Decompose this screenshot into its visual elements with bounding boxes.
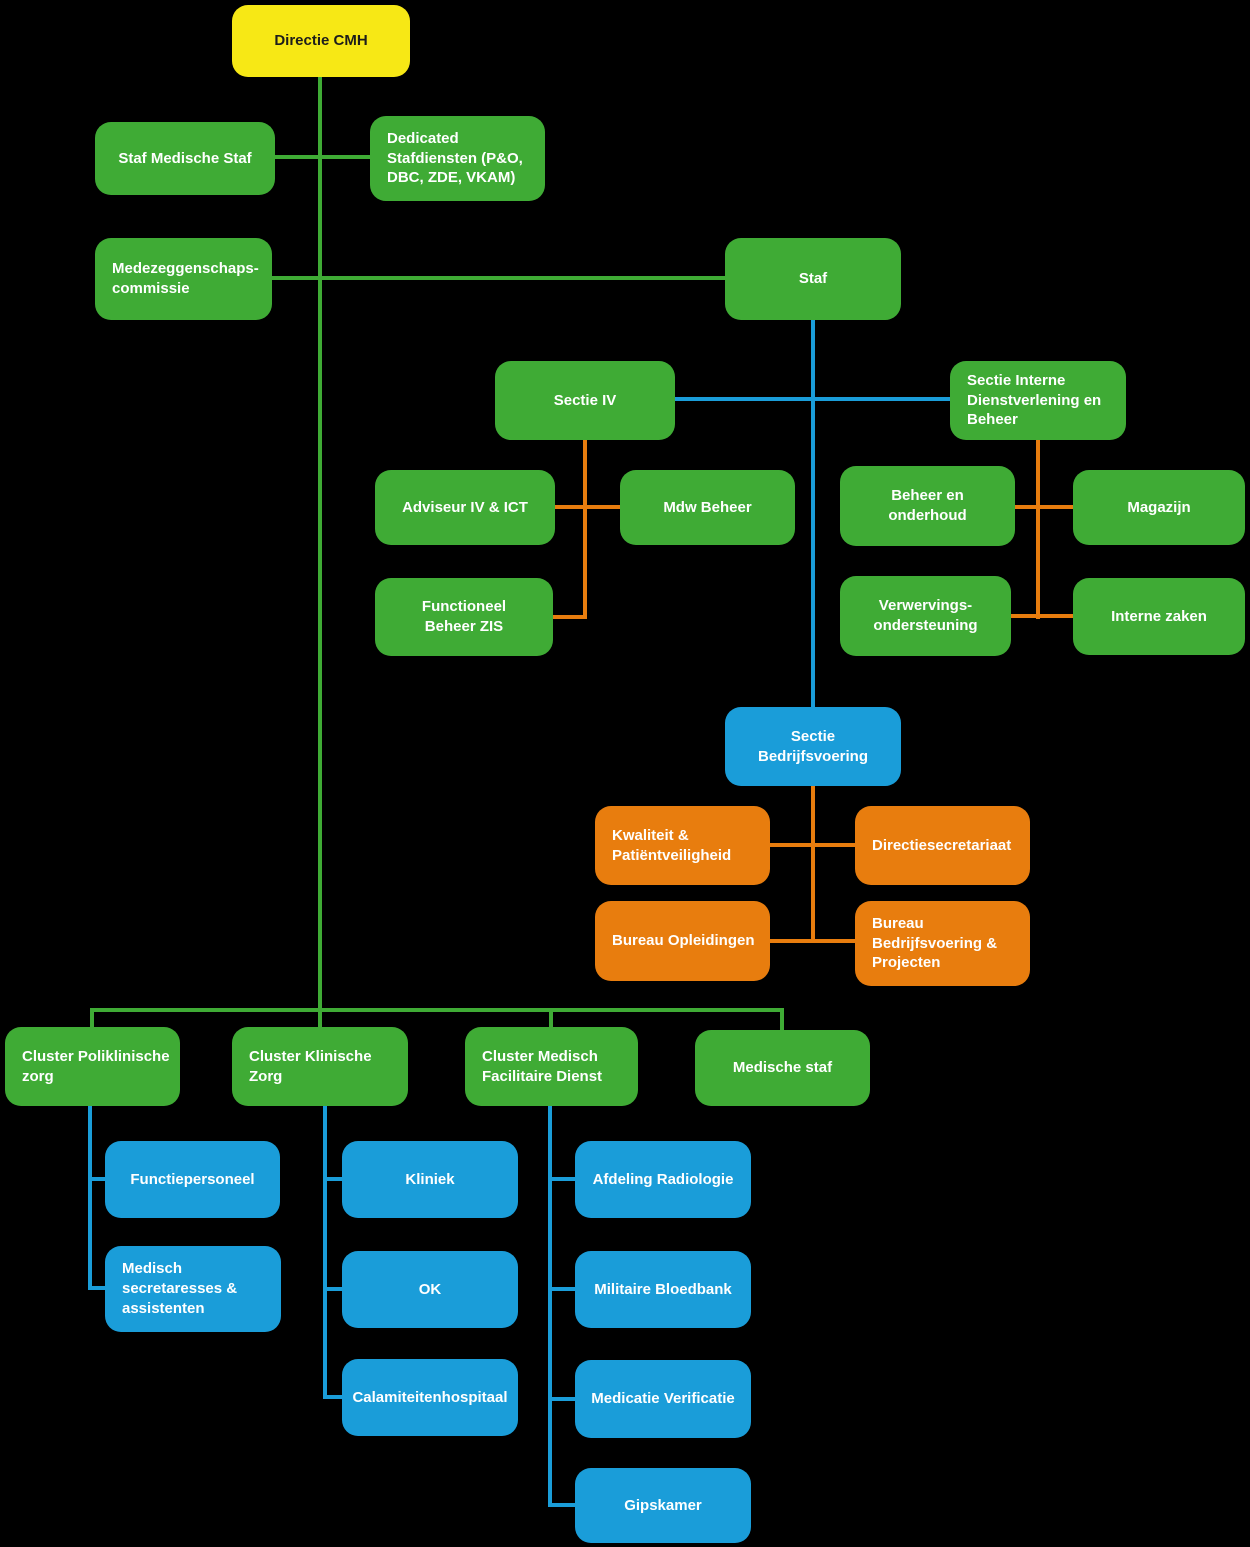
connector-secties-horizontal bbox=[675, 397, 950, 401]
connector-medezeggenschap-staf bbox=[270, 276, 727, 280]
node-calamiteitenhospitaal: Calamiteitenhospitaal bbox=[342, 1359, 518, 1436]
connector-verwervings-internezaken bbox=[1011, 614, 1073, 618]
connector-klinische-vertical bbox=[323, 1106, 327, 1399]
connector-kliniek bbox=[323, 1177, 342, 1181]
node-medicatie-verificatie: Medicatie Verificatie bbox=[575, 1360, 751, 1438]
node-kwaliteit-patientveiligheid-label: Kwaliteit & Patiëntveiligheid bbox=[612, 826, 732, 864]
node-medisch-secretaresses-assistenten-label: Medisch secretaresses & assistenten bbox=[122, 1260, 238, 1317]
connector-sectie-iv-vertical bbox=[583, 440, 587, 619]
node-afdeling-radiologie: Afdeling Radiologie bbox=[575, 1141, 751, 1218]
connector-ok bbox=[323, 1287, 342, 1291]
connector-militaire-bloedbank bbox=[548, 1287, 575, 1291]
node-sectie-bedrijfsvoering: Sectie Bedrijfsvoering bbox=[725, 707, 901, 786]
connector-directie-trunk bbox=[318, 77, 322, 1027]
node-sectie-interne-label: Sectie Interne Dienstverlening en Beheer bbox=[967, 371, 1102, 429]
node-dedicated-stafdiensten-label: Dedicated Stafdiensten (P&O, DBC, ZDE, V… bbox=[387, 129, 523, 187]
node-bureau-opleidingen-label: Bureau Opleidingen bbox=[612, 932, 755, 950]
connector-medisch-facilitaire-vertical bbox=[548, 1106, 552, 1507]
connector-medicatie-verificatie bbox=[548, 1397, 575, 1401]
node-dedicated-stafdiensten: Dedicated Stafdiensten (P&O, DBC, ZDE, V… bbox=[370, 116, 545, 201]
node-ok-label: OK bbox=[418, 1280, 442, 1298]
connector-stafmedisch-dedicated bbox=[275, 155, 370, 159]
node-kliniek-label: Kliniek bbox=[405, 1170, 455, 1188]
node-bureau-opleidingen: Bureau Opleidingen bbox=[595, 901, 770, 981]
node-directie-cmh: Directie CMH bbox=[232, 5, 410, 77]
node-cluster-poliklinische-zorg: Cluster Poliklinische zorg bbox=[5, 1027, 180, 1106]
node-directie-cmh-label: Directie CMH bbox=[274, 32, 368, 50]
node-militaire-bloedbank-label: Militaire Bloedbank bbox=[594, 1280, 732, 1298]
node-staf-medische-staf: Staf Medische Staf bbox=[95, 122, 275, 195]
node-cluster-medisch-facilitaire-dienst-label: Cluster Medisch Facilitaire Dienst bbox=[482, 1047, 603, 1085]
node-medezeggenschapscommissie: Medezeggenschaps- commissie bbox=[95, 238, 272, 320]
connector-adviseur-mdwbeheer bbox=[555, 505, 620, 509]
connector-calamiteitenhospitaal bbox=[323, 1395, 342, 1399]
connector-sectie-interne-vertical bbox=[1036, 440, 1040, 619]
node-functioneel-beheer-zis-label: Functioneel Beheer ZIS bbox=[421, 598, 507, 635]
node-directiesecretariaat-label: Directiesecretariaat bbox=[872, 836, 1012, 854]
node-cluster-klinische-zorg: Cluster Klinische Zorg bbox=[232, 1027, 408, 1106]
node-directiesecretariaat: Directiesecretariaat bbox=[855, 806, 1030, 885]
node-medezeggenschapscommissie-label: Medezeggenschaps- commissie bbox=[112, 260, 259, 297]
node-beheer-en-onderhoud: Beheer en onderhoud bbox=[840, 466, 1015, 546]
node-magazijn-label: Magazijn bbox=[1127, 498, 1191, 516]
connector-afdeling-radiologie bbox=[548, 1177, 575, 1181]
node-bureau-bedrijfsvoering-projecten: Bureau Bedrijfsvoering & Projecten bbox=[855, 901, 1030, 986]
connector-poliklinische-vertical bbox=[88, 1106, 92, 1290]
connector-stub-medische-staf bbox=[780, 1008, 784, 1032]
connector-opleidingen-bedrijfsvoering bbox=[770, 939, 855, 943]
node-magazijn: Magazijn bbox=[1073, 470, 1245, 545]
node-adviseur-iv-ict-label: Adviseur IV & ICT bbox=[402, 498, 528, 516]
connector-bedrijfsvoering-vertical bbox=[811, 786, 815, 943]
node-sectie-iv-label: Sectie IV bbox=[553, 391, 617, 409]
connector-beheer-magazijn bbox=[1015, 505, 1073, 509]
node-interne-zaken: Interne zaken bbox=[1073, 578, 1245, 655]
node-staf-label: Staf bbox=[798, 270, 828, 288]
node-staf-medische-staf-label: Staf Medische Staf bbox=[118, 149, 252, 167]
node-afdeling-radiologie-label: Afdeling Radiologie bbox=[592, 1170, 734, 1188]
node-calamiteitenhospitaal-label: Calamiteitenhospitaal bbox=[352, 1388, 508, 1406]
node-gipskamer: Gipskamer bbox=[575, 1468, 751, 1543]
node-verwervingsondersteuning: Verwervings- ondersteuning bbox=[840, 576, 1011, 656]
connector-medisch-secretaresses bbox=[88, 1286, 105, 1290]
node-functiepersoneel-label: Functiepersoneel bbox=[130, 1170, 255, 1188]
connector-stub-medisch-facilitaire bbox=[549, 1008, 553, 1029]
node-functiepersoneel: Functiepersoneel bbox=[105, 1141, 280, 1218]
node-bureau-bedrijfsvoering-projecten-label: Bureau Bedrijfsvoering & Projecten bbox=[872, 914, 998, 972]
node-cluster-klinische-zorg-label: Cluster Klinische Zorg bbox=[249, 1047, 372, 1085]
node-medische-staf: Medische staf bbox=[695, 1030, 870, 1106]
node-mdw-beheer: Mdw Beheer bbox=[620, 470, 795, 545]
node-interne-zaken-label: Interne zaken bbox=[1111, 607, 1207, 625]
node-verwervingsondersteuning-label: Verwervings- ondersteuning bbox=[873, 597, 978, 634]
node-medische-staf-label: Medische staf bbox=[732, 1059, 833, 1077]
node-sectie-bedrijfsvoering-label: Sectie Bedrijfsvoering bbox=[757, 727, 869, 765]
node-sectie-interne: Sectie Interne Dienstverlening en Beheer bbox=[950, 361, 1126, 440]
node-kwaliteit-patientveiligheid: Kwaliteit & Patiëntveiligheid bbox=[595, 806, 770, 885]
node-medicatie-verificatie-label: Medicatie Verificatie bbox=[591, 1390, 735, 1408]
node-adviseur-iv-ict: Adviseur IV & ICT bbox=[375, 470, 555, 545]
node-sectie-iv: Sectie IV bbox=[495, 361, 675, 440]
connector-gipskamer bbox=[548, 1503, 575, 1507]
connector-functioneel-beheer bbox=[553, 615, 585, 619]
node-militaire-bloedbank: Militaire Bloedbank bbox=[575, 1251, 751, 1328]
node-cluster-poliklinische-zorg-label: Cluster Poliklinische zorg bbox=[22, 1047, 170, 1085]
node-cluster-medisch-facilitaire-dienst: Cluster Medisch Facilitaire Dienst bbox=[465, 1027, 638, 1106]
node-medisch-secretaresses-assistenten: Medisch secretaresses & assistenten bbox=[105, 1246, 281, 1332]
connector-clusters-horizontal bbox=[90, 1008, 784, 1012]
node-mdw-beheer-label: Mdw Beheer bbox=[663, 498, 752, 516]
node-ok: OK bbox=[342, 1251, 518, 1328]
node-gipskamer-label: Gipskamer bbox=[624, 1496, 702, 1514]
node-kliniek: Kliniek bbox=[342, 1141, 518, 1218]
node-beheer-en-onderhoud-label: Beheer en onderhoud bbox=[888, 487, 967, 524]
connector-staf-bedrijfsvoering bbox=[811, 320, 815, 709]
node-staf: Staf bbox=[725, 238, 901, 320]
connector-functiepersoneel bbox=[88, 1177, 105, 1181]
connector-kwaliteit-directiesecretariaat bbox=[770, 843, 855, 847]
connector-stub-poliklinische bbox=[90, 1008, 94, 1029]
node-functioneel-beheer-zis: Functioneel Beheer ZIS bbox=[375, 578, 553, 656]
